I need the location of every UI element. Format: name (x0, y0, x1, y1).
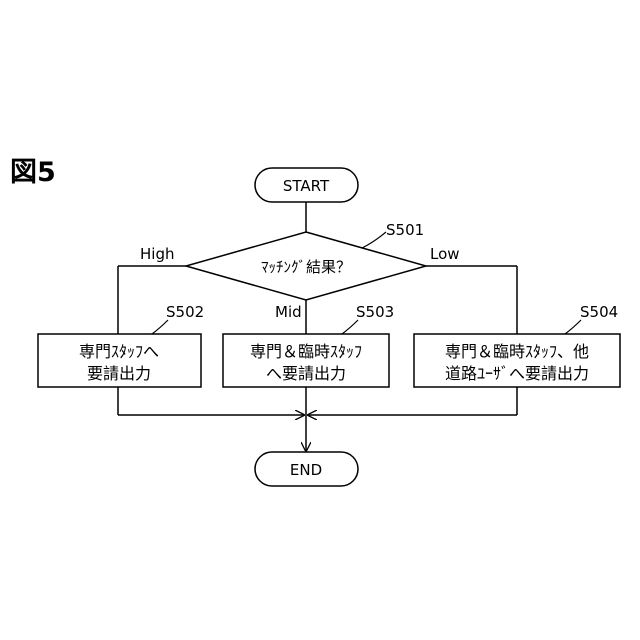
step-label-s503: S503 (356, 303, 394, 321)
end-text: END (290, 461, 322, 479)
box-mid-line1: 専門＆臨時ｽﾀｯﾌ (250, 342, 362, 361)
leader-s502 (152, 320, 168, 334)
box-high-line1: 専門ｽﾀｯﾌへ (79, 342, 159, 361)
leader-s504 (565, 320, 581, 334)
decision-text: ﾏｯﾁﾝｸﾞ結果？ (261, 258, 351, 276)
branch-label-low: Low (430, 245, 460, 263)
box-high-line2: 要請出力 (87, 364, 151, 383)
branch-label-mid: Mid (275, 303, 302, 321)
step-label-s502: S502 (166, 303, 204, 321)
box-low-line1: 専門＆臨時ｽﾀｯﾌ、他 (445, 342, 589, 361)
box-mid-line2: へ要請出力 (266, 364, 346, 383)
box-low-line2: 道路ﾕｰｻﾞへ要請出力 (445, 364, 589, 383)
leader-s501 (362, 232, 386, 248)
step-label-s501: S501 (386, 221, 424, 239)
leader-s503 (342, 320, 358, 334)
start-text: START (283, 177, 330, 195)
step-label-s504: S504 (580, 303, 618, 321)
branch-label-high: High (140, 245, 174, 263)
